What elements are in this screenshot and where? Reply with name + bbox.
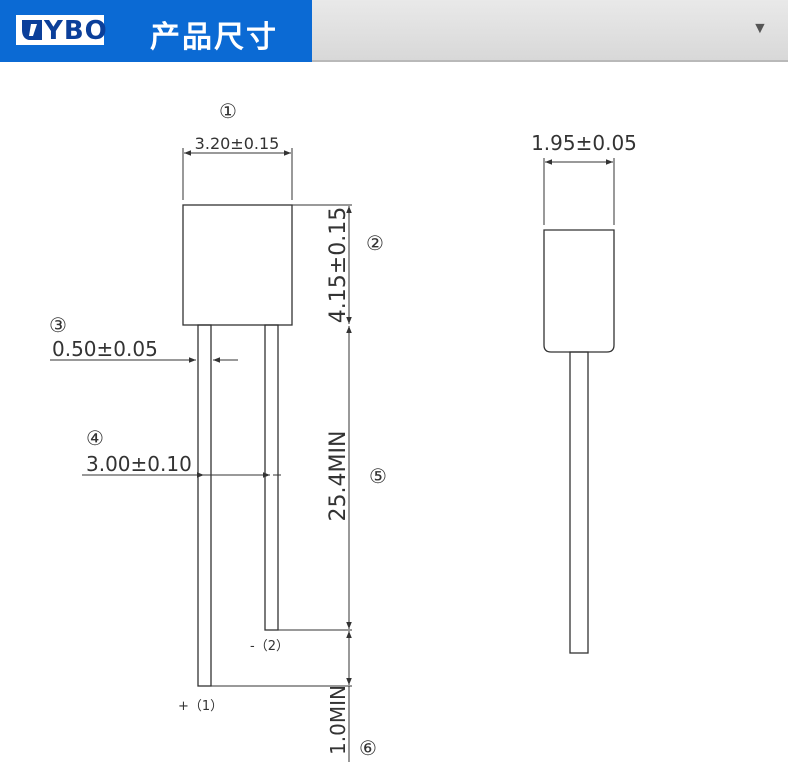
side-view xyxy=(543,158,615,654)
negative-pin-label: -（2） xyxy=(250,639,289,654)
dimension-drawing: ① 3.20±0.15 4.15±0.15 ② 25.4MIN ⑤ 1.0MIN… xyxy=(49,99,637,762)
header-toolbar xyxy=(312,0,788,62)
logo-text: YBO xyxy=(44,16,108,46)
callout-3: ③ xyxy=(49,313,67,337)
body-depth-dimension: 1.95±0.05 xyxy=(531,131,637,155)
callout-2: ② xyxy=(366,231,384,255)
callout-4: ④ xyxy=(86,426,104,450)
positive-pin-label: +（1） xyxy=(178,699,223,714)
negative-lead xyxy=(264,324,279,631)
lead-diameter-dimension: 0.50±0.05 xyxy=(52,337,158,361)
body-width-dimension: 3.20±0.15 xyxy=(195,134,280,153)
front-view-labels: ① 3.20±0.15 4.15±0.15 ② 25.4MIN ⑤ 1.0MIN… xyxy=(49,99,387,760)
callout-6: ⑥ xyxy=(359,736,377,760)
side-body xyxy=(543,229,615,353)
lead-length-dimension: 25.4MIN xyxy=(326,431,351,522)
header-brand-panel: YBO 产品尺寸 xyxy=(0,0,312,62)
positive-lead xyxy=(197,324,212,687)
lead-spacing-dimension: 3.00±0.10 xyxy=(86,452,192,476)
callout-5: ⑤ xyxy=(369,464,387,488)
component-body xyxy=(182,204,293,326)
body-height-dimension: 4.15±0.15 xyxy=(326,207,351,323)
page-title: 产品尺寸 xyxy=(150,20,278,55)
logo: YBO xyxy=(14,13,108,47)
chevron-down-icon[interactable]: ▼ xyxy=(752,20,768,37)
lead-diff-dimension: 1.0MIN xyxy=(326,685,350,755)
front-view xyxy=(50,148,352,762)
logo-mark-icon xyxy=(22,20,42,40)
callout-1: ① xyxy=(219,99,237,123)
side-lead xyxy=(569,351,589,654)
header-bar: YBO 产品尺寸 ▼ xyxy=(0,0,788,62)
